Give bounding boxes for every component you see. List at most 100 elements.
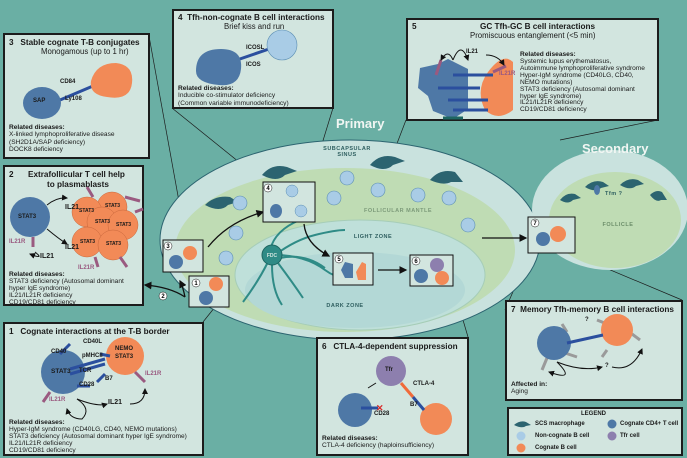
stat3-label: STAT3 bbox=[95, 219, 111, 225]
affected-heading: Affected in: bbox=[511, 381, 548, 388]
noncognate-b-cell bbox=[370, 182, 386, 198]
subcapsular-sinus-label-2: SINUS bbox=[337, 152, 356, 158]
disease-list: Related diseases:X-linked lymphoprolifer… bbox=[9, 124, 115, 154]
diseases-heading: Related diseases: bbox=[322, 435, 378, 442]
disease: X-linked lymphoproliferative disease bbox=[9, 131, 115, 139]
t-cell bbox=[10, 197, 50, 237]
il21r-label: IL21R bbox=[49, 397, 66, 403]
marker-4: 4 bbox=[266, 186, 270, 192]
nemo-label: NEMO bbox=[115, 346, 133, 352]
scs-macrophages bbox=[205, 156, 667, 209]
disease: IL21/IL21R deficiency bbox=[9, 439, 73, 447]
follicular-mantle-label: FOLLICULAR MANTLE bbox=[364, 208, 432, 214]
panel-subtitle: Monogamous (up to 1 hr) bbox=[41, 47, 129, 56]
noncognate-b-cell bbox=[339, 170, 355, 186]
affected-list: Affected in:Aging bbox=[511, 381, 547, 396]
blocked-x-icon: ✕ bbox=[376, 403, 384, 413]
primary-label: Primary bbox=[336, 116, 385, 131]
scs-macrophage bbox=[560, 193, 581, 203]
panel-number: 4 bbox=[178, 13, 183, 22]
icosl-label: ICOSL bbox=[246, 45, 265, 51]
unknown-label: ? bbox=[605, 363, 609, 369]
t-cell bbox=[23, 87, 61, 119]
il21r-label: IL21R bbox=[9, 239, 26, 245]
fdc-dendrites bbox=[242, 219, 366, 306]
diseases-heading: Related diseases: bbox=[9, 419, 65, 426]
legend: LEGEND SCS macrophage Cognate CD4+ T cel… bbox=[507, 407, 683, 456]
cognate-b-cell bbox=[106, 337, 144, 375]
cognate-b-cell bbox=[90, 63, 133, 98]
affected-item: Aging bbox=[511, 388, 528, 396]
panel-number: 3 bbox=[9, 38, 14, 47]
panel-subtitle: Brief kiss and run bbox=[224, 22, 285, 31]
mini-box-3[interactable] bbox=[162, 239, 204, 273]
marker-1: 1 bbox=[194, 281, 198, 287]
il21-label: IL21 bbox=[466, 49, 479, 55]
panel-title: Memory Tfh-memory B cell interactions bbox=[520, 305, 674, 314]
scs-macrophage bbox=[262, 166, 297, 179]
panel-title: GC Tfh-GC B cell interactions bbox=[480, 22, 596, 31]
plasmablasts bbox=[71, 191, 139, 261]
disease-list: Related diseases:Systemic lupus erythema… bbox=[520, 51, 645, 114]
disease: NEMO mutations) bbox=[520, 78, 573, 86]
disease: Inducible co-stimulator deficiency bbox=[178, 92, 276, 100]
scs-macrophage-icon bbox=[514, 421, 531, 428]
panel-2: 2 Extrafollicular T cell help to plasmab… bbox=[3, 165, 144, 306]
t-cell bbox=[41, 350, 85, 394]
scs-macrophage bbox=[430, 171, 463, 184]
stat3-label: STAT3 bbox=[80, 239, 96, 245]
disease-list: Related diseases:STAT3 deficiency (Autos… bbox=[9, 271, 124, 307]
cd84-label: CD84 bbox=[60, 79, 76, 85]
tfr-cell-icon bbox=[607, 431, 617, 441]
il21r-label: IL21R bbox=[78, 265, 95, 271]
panel-number: 1 bbox=[9, 327, 14, 336]
disease: hyper IgE syndrome) bbox=[520, 92, 582, 100]
noncognate-b-cell-icon bbox=[516, 431, 526, 441]
panel-title: Extrafollicular T cell help bbox=[28, 170, 125, 179]
panel-title: CTLA-4-dependent suppression bbox=[333, 342, 458, 351]
cd28-label: CD28 bbox=[374, 411, 390, 417]
noncognate-b-cell bbox=[460, 217, 476, 233]
disease-list: Related diseases:Hyper-IgM syndrome (CD4… bbox=[9, 419, 187, 455]
ctla4-label: CTLA-4 bbox=[413, 381, 435, 387]
flow-arrows bbox=[143, 210, 528, 298]
legend-title: LEGEND bbox=[581, 411, 607, 417]
stat3-label: STAT3 bbox=[18, 214, 37, 220]
legend-item: Non-cognate B cell bbox=[535, 433, 590, 439]
gc-b-cell bbox=[480, 58, 513, 116]
tcr-label: TCR bbox=[79, 368, 92, 374]
panel-number: 2 bbox=[9, 170, 14, 179]
disease: STAT3 deficiency (Autosomal dominant hyp… bbox=[9, 432, 187, 440]
il21-label: IL21 bbox=[65, 204, 80, 211]
marker-2: 2 bbox=[161, 294, 165, 300]
b7-label: B7 bbox=[410, 402, 418, 408]
disease: IL21/IL21R deficiency bbox=[9, 291, 73, 299]
scs-macrophage bbox=[650, 191, 667, 201]
disease: IL21/IL21R deficiency bbox=[520, 99, 584, 107]
noncognate-b-cell bbox=[266, 29, 298, 61]
noncognate-b-cell bbox=[218, 250, 234, 266]
scs-macrophage bbox=[370, 156, 405, 169]
panel-7: 7 Memory Tfh-memory B cell interactions … bbox=[505, 300, 683, 401]
disease: STAT3 deficiency (Autosomal dominant bbox=[9, 277, 124, 285]
ly108-label: Ly108 bbox=[65, 96, 82, 102]
il21r-label: IL21R bbox=[499, 71, 516, 77]
cd28-label: CD28 bbox=[79, 382, 95, 388]
il21r-label: IL21R bbox=[145, 371, 162, 377]
subcapsular-sinus-label: SUBCAPSULAR bbox=[323, 146, 371, 152]
noncognate-b-cell bbox=[326, 190, 342, 206]
marker-7: 7 bbox=[533, 221, 537, 227]
cd40l-label: CD40L bbox=[83, 339, 103, 345]
b7-label: B7 bbox=[105, 376, 113, 382]
disease: Autoimmune lymphoproliferative syndrome bbox=[520, 64, 645, 72]
noncognate-b-cell bbox=[228, 225, 244, 241]
legend-item: Cognate B cell bbox=[535, 445, 577, 451]
disease: CD19/CD81 deficiency bbox=[9, 298, 76, 306]
panel-title: Cognate interactions at the T-B border bbox=[20, 327, 170, 336]
stat3-label: STAT3 bbox=[79, 208, 95, 214]
light-zone-label: LIGHT ZONE bbox=[354, 234, 392, 240]
disease: CD19/CD81 deficiency bbox=[520, 106, 587, 114]
legend-item: Cognate CD4+ T cell bbox=[620, 421, 679, 427]
tfr-label: Tfr bbox=[385, 367, 393, 373]
panel-subtitle: Promiscuous entanglement (<5 min) bbox=[470, 31, 596, 40]
